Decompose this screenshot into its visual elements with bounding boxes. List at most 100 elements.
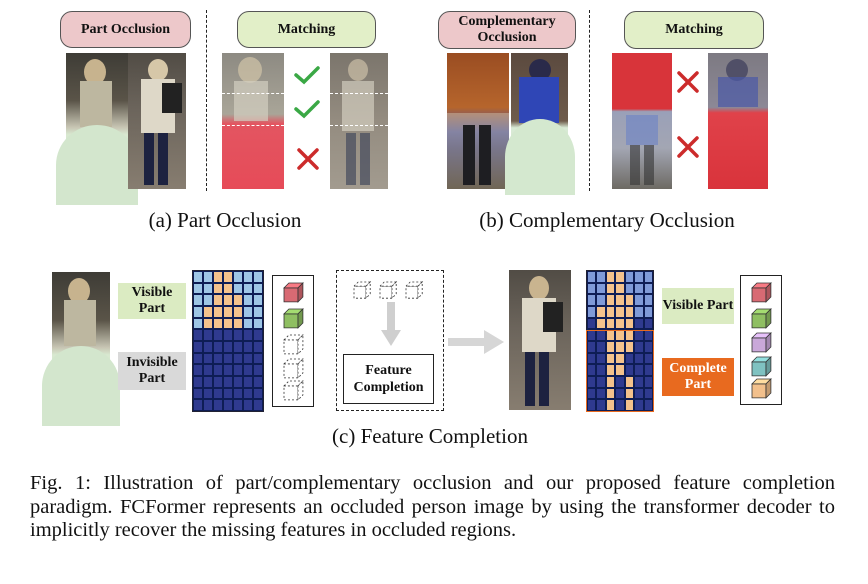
grid-cell <box>193 399 203 411</box>
grid-cell <box>243 271 253 283</box>
grid-cell <box>643 329 653 341</box>
feature-token <box>391 281 397 300</box>
grid-cell <box>213 399 223 411</box>
grid-cell <box>587 387 597 400</box>
grid-cell <box>643 399 653 411</box>
grid-cell <box>203 352 213 365</box>
grid-cell <box>223 387 233 400</box>
grid-cell <box>624 341 635 353</box>
feature-token <box>751 337 767 353</box>
feature-token <box>283 358 304 365</box>
grid-cell <box>615 399 625 411</box>
grid-cell <box>596 352 606 365</box>
grid-cell <box>634 364 644 376</box>
separator-a <box>206 10 207 191</box>
grid-cell <box>213 306 223 318</box>
grid-cell <box>253 387 263 400</box>
grid-cell <box>193 341 203 353</box>
grid-cell <box>615 317 625 330</box>
grid-cell <box>634 306 644 318</box>
grid-cell <box>624 306 635 318</box>
feature-token <box>417 281 423 300</box>
complementary-occlusion-label: Complementary Occlusion <box>438 11 576 49</box>
grid-cell <box>643 306 653 318</box>
grid-cell <box>624 387 635 400</box>
grid-cell <box>615 364 625 376</box>
grid-cell <box>643 364 653 376</box>
grid-cell <box>253 352 263 365</box>
grid-cell <box>203 387 213 400</box>
grid-cell <box>587 282 597 295</box>
grid-cell <box>243 364 253 376</box>
feature-token <box>751 313 767 329</box>
grid-cell <box>223 282 233 295</box>
grid-cell <box>643 317 653 330</box>
feature-token <box>297 282 304 303</box>
grid-cell <box>203 271 213 283</box>
right-arrow-icon <box>448 330 504 354</box>
grid-cell <box>213 329 223 341</box>
grid-cell <box>624 317 635 330</box>
matching-label-a: Matching <box>237 11 376 48</box>
grid-cell <box>634 352 644 365</box>
grid-cell <box>253 271 263 283</box>
grid-cell <box>605 399 616 411</box>
grid-cell <box>624 271 635 283</box>
grid-cell <box>203 399 213 411</box>
grid-cell <box>624 399 635 411</box>
grid-cell <box>253 294 263 306</box>
grid-cell <box>233 271 243 283</box>
grid-cell <box>243 282 253 295</box>
feature-token <box>405 285 419 299</box>
grid-cell <box>253 282 263 295</box>
grid-cell <box>624 376 635 388</box>
grid-cell <box>605 376 616 388</box>
grid-cell <box>213 376 223 388</box>
feature-token <box>751 287 767 303</box>
grid-cell <box>213 364 223 376</box>
grid-cell <box>587 294 597 306</box>
query-token-row <box>353 281 424 300</box>
grid-cell <box>193 306 203 318</box>
grid-cell <box>587 271 597 283</box>
grid-cell <box>253 341 263 353</box>
feature-token <box>353 285 367 299</box>
grid-cell <box>596 317 606 330</box>
grid-cell <box>615 282 625 295</box>
grid-cell <box>253 399 263 411</box>
grid-cell <box>193 352 203 365</box>
grid-cell <box>243 306 253 318</box>
grid-cell <box>223 341 233 353</box>
grid-cell <box>193 271 203 283</box>
feature-token <box>765 282 772 303</box>
feature-completion-box: Feature Completion <box>343 354 434 404</box>
grid-cell <box>203 364 213 376</box>
grid-cell <box>596 399 606 411</box>
feature-token-stack <box>283 282 304 401</box>
grid-cell <box>223 376 233 388</box>
feature-token <box>283 339 299 355</box>
grid-cell <box>233 306 243 318</box>
feature-token <box>297 380 304 401</box>
grid-cell <box>243 329 253 341</box>
grid-cell <box>213 271 223 283</box>
feature-token <box>283 313 299 329</box>
grid-cell <box>643 294 653 306</box>
occluded-person-image-a <box>56 53 138 205</box>
grid-cell <box>253 376 263 388</box>
feature-token <box>751 383 767 399</box>
grid-cell <box>605 364 616 376</box>
cross-icon <box>297 148 319 170</box>
region-divider <box>330 125 388 126</box>
grid-cell <box>615 341 625 353</box>
grid-cell <box>193 317 203 330</box>
grid-cell <box>587 364 597 376</box>
completed-token-stack <box>751 282 772 399</box>
grid-cell <box>233 294 243 306</box>
feature-token <box>283 334 304 341</box>
grid-cell <box>615 376 625 388</box>
grid-cell <box>596 282 606 295</box>
grid-cell <box>615 352 625 365</box>
grid-cell <box>223 399 233 411</box>
check-icon <box>294 66 320 85</box>
